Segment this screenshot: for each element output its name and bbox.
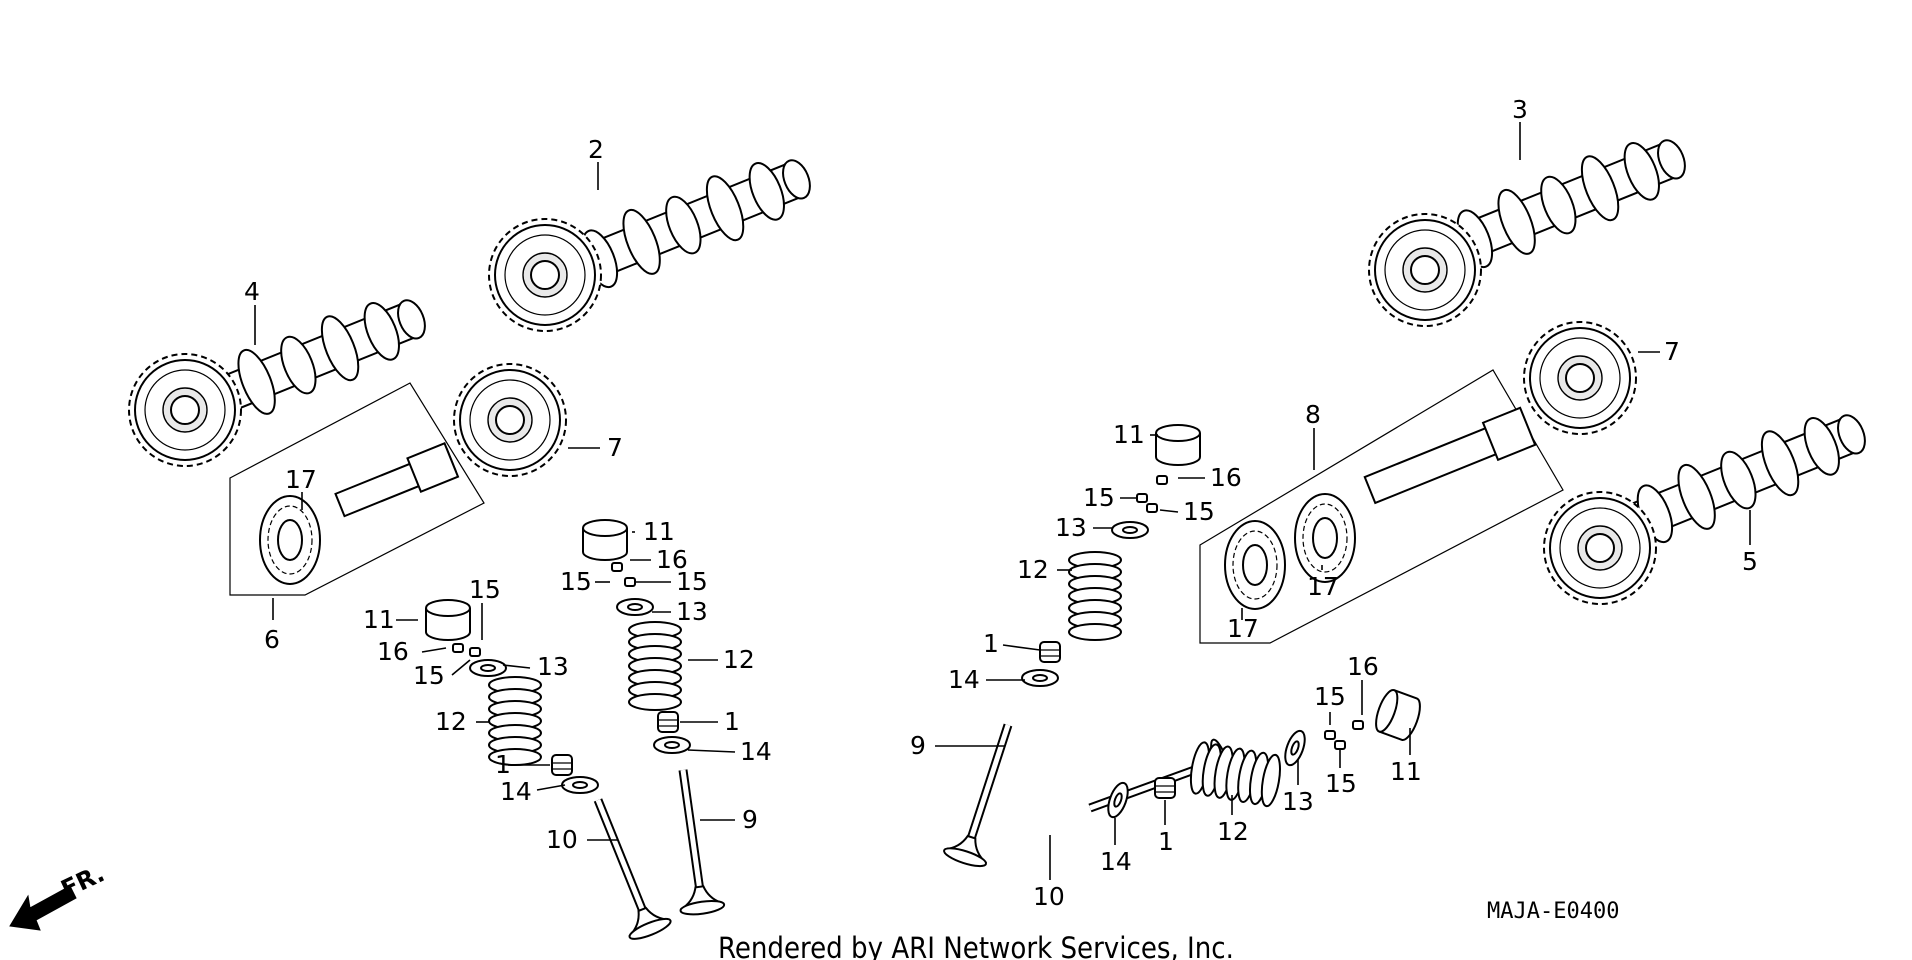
bucket-11-a — [425, 599, 471, 641]
callout-1-b: 1 — [724, 707, 740, 736]
callout-9-a: 9 — [742, 805, 758, 834]
callout-16-d: 16 — [1347, 652, 1379, 681]
callout-15-b: 15 — [469, 575, 501, 604]
callout-14-b: 14 — [740, 737, 772, 766]
spring-12-c — [1068, 551, 1122, 641]
seal-1-a — [551, 754, 573, 776]
cam-gear-3 — [1368, 213, 1482, 327]
spring-12-d — [1186, 740, 1285, 809]
callout-6: 6 — [264, 625, 280, 654]
callout-14-a: 14 — [500, 777, 532, 806]
callout-7-left: 7 — [607, 433, 623, 462]
callout-4: 4 — [244, 277, 260, 306]
leader-lines — [254, 122, 1751, 880]
callout-14-d: 14 — [1100, 847, 1132, 876]
callout-16-c: 16 — [1210, 463, 1242, 492]
callout-17-left: 17 — [285, 465, 317, 494]
keeper-15-b — [624, 577, 636, 587]
retainer-13-d — [1280, 727, 1310, 769]
callout-12-d: 12 — [1217, 817, 1249, 846]
callout-13-d: 13 — [1282, 787, 1314, 816]
keeper-16-b — [611, 562, 623, 572]
assembly-6-outline — [229, 382, 485, 596]
seat-14-a — [561, 776, 599, 794]
bearing-17-right-b — [1294, 493, 1356, 583]
retainer-13-a — [469, 659, 507, 677]
render-credit: Rendered by ARI Network Services, Inc. — [718, 931, 1234, 960]
callout-12-c: 12 — [1017, 555, 1049, 584]
retainer-13-c — [1111, 521, 1149, 539]
keeper-16-d — [1352, 720, 1364, 730]
callout-11-c: 11 — [1113, 420, 1145, 449]
cam-gear-5 — [1543, 491, 1657, 605]
callout-1-c: 1 — [983, 629, 999, 658]
bucket-11-b — [582, 519, 628, 561]
bearing-17-left — [259, 495, 321, 585]
keeper-16-a — [452, 643, 464, 653]
callout-10-b: 10 — [1033, 882, 1065, 911]
callout-5: 5 — [1742, 547, 1758, 576]
callout-15-g: 15 — [1314, 682, 1346, 711]
callout-13-c: 13 — [1055, 513, 1087, 542]
callout-14-c: 14 — [948, 665, 980, 694]
callout-8: 8 — [1305, 400, 1321, 429]
callout-10-a: 10 — [546, 825, 578, 854]
idle-gear-7-right — [1523, 321, 1637, 435]
seal-1-d — [1154, 777, 1176, 799]
callout-3: 3 — [1512, 95, 1528, 124]
front-direction-label: FR. — [57, 859, 109, 903]
callout-15-h: 15 — [1325, 769, 1357, 798]
callout-2: 2 — [588, 135, 604, 164]
cam-gear-4 — [128, 353, 242, 467]
callout-13-b: 13 — [676, 597, 708, 626]
callout-15-c: 15 — [560, 567, 592, 596]
keeper-15-d — [1146, 503, 1158, 513]
callout-15-e: 15 — [1083, 483, 1115, 512]
drawing-code: MAJA-E0400 — [1487, 899, 1619, 924]
valve-9-b — [942, 718, 1029, 870]
seat-14-b — [653, 736, 691, 754]
callout-1-a: 1 — [495, 750, 511, 779]
assembly-8-outline — [1199, 369, 1564, 644]
bucket-11-c — [1155, 424, 1201, 466]
callout-15-d: 15 — [676, 567, 708, 596]
shaft-6 — [334, 442, 460, 518]
seat-14-c — [1021, 669, 1059, 687]
keeper-15-e — [1324, 730, 1336, 740]
valve-9-a — [661, 767, 725, 917]
callout-11-a: 11 — [363, 605, 395, 634]
callout-15-f: 15 — [1183, 497, 1215, 526]
shaft-8 — [1363, 406, 1537, 505]
seal-1-c — [1039, 641, 1061, 663]
idle-gear-7-left — [453, 363, 567, 477]
seal-1-b — [657, 711, 679, 733]
valve-10-a — [578, 792, 673, 943]
keeper-15-c — [1136, 493, 1148, 503]
callout-13-a: 13 — [537, 652, 569, 681]
keeper-15-f — [1334, 740, 1346, 750]
callouts: 2 4 7 17 6 11 16 15 15 13 12 1 14 10 11 … — [244, 95, 1758, 911]
callout-1-d: 1 — [1158, 827, 1174, 856]
keeper-15-a — [469, 647, 481, 657]
callout-17-right-a: 17 — [1227, 614, 1259, 643]
callout-9-b: 9 — [910, 731, 926, 760]
cam-gear-2 — [488, 218, 602, 332]
callout-15-a: 15 — [413, 661, 445, 690]
bucket-11-d — [1370, 686, 1426, 744]
callout-12-b: 12 — [723, 645, 755, 674]
callout-7-right: 7 — [1664, 337, 1680, 366]
front-direction-arrow: FR. — [9, 859, 109, 931]
retainer-13-b — [616, 598, 654, 616]
callout-17-right-b: 17 — [1307, 572, 1339, 601]
callout-11-d: 11 — [1390, 757, 1422, 786]
callout-12-a: 12 — [435, 707, 467, 736]
callout-16-b: 16 — [656, 545, 688, 574]
callout-11-b: 11 — [643, 517, 675, 546]
callout-16-a: 16 — [377, 637, 409, 666]
spring-12-b — [628, 621, 682, 711]
keeper-16-c — [1156, 475, 1168, 485]
bearing-17-right-a — [1224, 520, 1286, 610]
